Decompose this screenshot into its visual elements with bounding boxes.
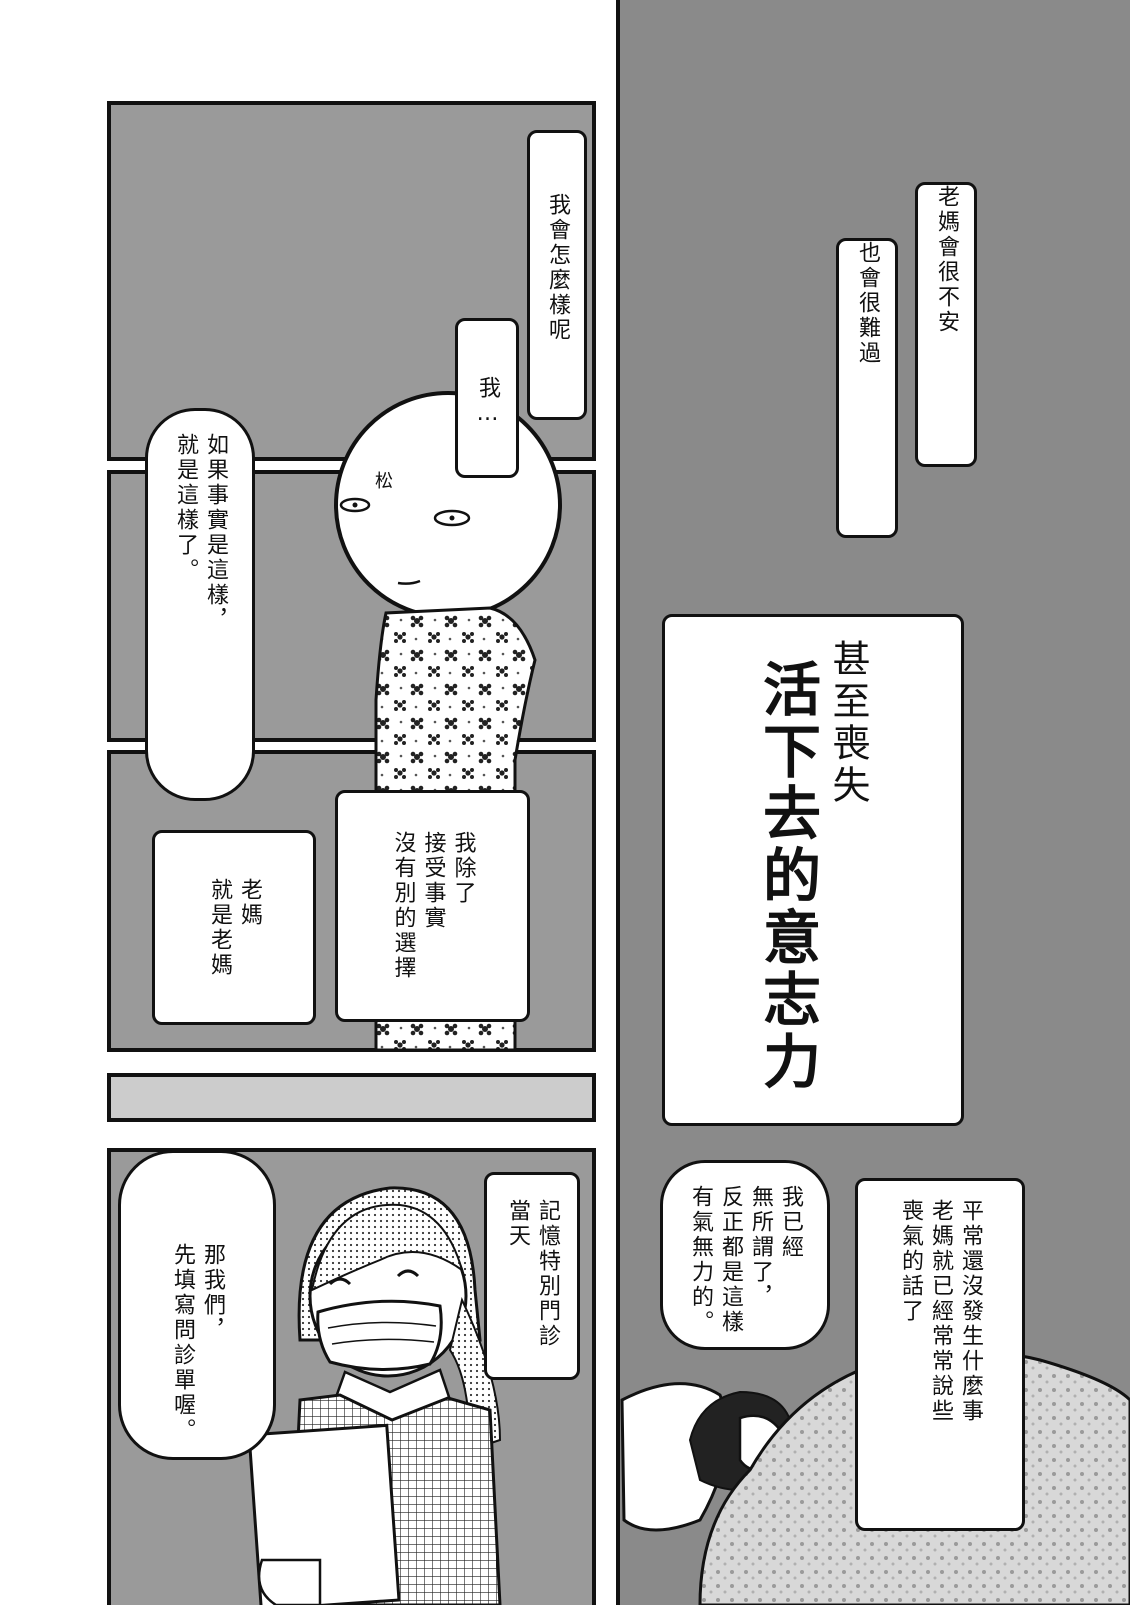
mom-speech-line-2: 無所謂了， — [748, 1185, 773, 1310]
speech-nurse-bubble: 那我們， 先填寫問診單喔。 — [118, 1150, 276, 1460]
nurse-hand — [257, 1558, 322, 1605]
panel-1 — [107, 101, 596, 461]
caption-anxious-text: 老媽會很不安 — [934, 185, 959, 335]
nurse-eye-left-icon — [328, 1277, 352, 1286]
caption-mom-box: 老媽 就是老媽 — [152, 830, 316, 1025]
caption-mom-line-1: 老媽 — [237, 878, 262, 928]
speech-if-true-bubble: 如果事實是這樣， 就是這樣了。 — [145, 408, 255, 801]
caption-accept-line-1: 我除了 — [450, 831, 476, 906]
speech-if-true-line-2: 就是這樣了。 — [173, 433, 198, 583]
caption-clinic-line-1: 記憶特別門診 — [535, 1199, 560, 1349]
title-line-1: 甚至喪失 — [826, 639, 870, 807]
panel-4-strip — [107, 1073, 596, 1122]
nurse-eye-right-icon — [396, 1269, 420, 1278]
caption-usual-line-2: 老媽就已經常常說些 — [928, 1199, 953, 1424]
mom-speech-bubble: 我已經 無所謂了， 反正都是這樣 有氣無力的。 — [660, 1160, 830, 1350]
caption-mom-line-2: 就是老媽 — [207, 878, 232, 978]
mom-speech-line-1: 我已經 — [778, 1185, 803, 1260]
speech-nurse-line-2: 先填寫問診單喔。 — [170, 1243, 195, 1443]
caption-me-text: 我… — [475, 376, 500, 429]
caption-sad-box: 也會很難過 — [836, 238, 898, 538]
caption-anxious-box: 老媽會很不安 — [915, 182, 977, 467]
speech-nurse-line-1: 那我們， — [200, 1243, 225, 1343]
caption-usual-line-3: 喪氣的話了 — [898, 1199, 923, 1324]
mom-speech-line-3: 反正都是這樣 — [718, 1185, 743, 1335]
speech-if-true-line-1: 如果事實是這樣， — [203, 433, 228, 633]
title-box: 甚至喪失 活下去的意志力 — [662, 614, 964, 1126]
caption-clinic-line-2: 當天 — [505, 1199, 530, 1249]
caption-accept-box: 我除了 接受事實 沒有別的選擇 — [335, 790, 530, 1022]
caption-usual-line-1: 平常還沒發生什麼事 — [958, 1199, 983, 1424]
caption-clinic-box: 記憶特別門診 當天 — [484, 1172, 580, 1380]
caption-sad-text: 也會很難過 — [855, 241, 880, 366]
caption-me-box: 我… — [455, 318, 519, 478]
sfx-relieved-text: 松 — [375, 471, 393, 492]
caption-usual-box: 平常還沒發生什麼事 老媽就已經常常說些 喪氣的話了 — [855, 1178, 1025, 1531]
caption-what-happens-text: 我會怎麼樣呢 — [545, 193, 570, 343]
nurse-bangs — [310, 1203, 464, 1292]
caption-accept-line-2: 接受事實 — [420, 831, 446, 931]
title-line-2: 活下去的意志力 — [753, 659, 821, 1093]
caption-accept-line-3: 沒有別的選擇 — [390, 831, 416, 981]
nurse-mask-icon — [316, 1299, 443, 1372]
caption-what-happens-box: 我會怎麼樣呢 — [527, 130, 587, 420]
mom-speech-line-4: 有氣無力的。 — [688, 1185, 713, 1335]
mouth-line — [397, 579, 421, 585]
